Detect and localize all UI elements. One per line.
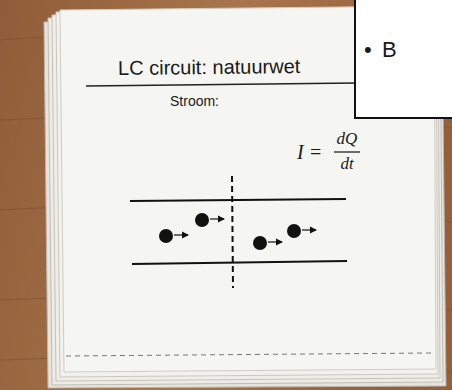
slide-title: LC circuit: natuurwet [118,55,301,79]
fraction-bar [334,151,360,152]
bullet-text: B [382,38,397,62]
formula-denominator: dt [340,155,353,174]
formula-numerator: dQ [337,130,358,149]
cut-line [66,353,432,356]
slide-overlay [355,0,452,118]
section-label: Stroom: [170,94,219,109]
bullet: • [364,38,372,62]
overlay-border [355,0,452,118]
wire-illustration [130,176,347,288]
formula-lhs: I = [297,141,322,163]
title-underline [86,83,356,86]
